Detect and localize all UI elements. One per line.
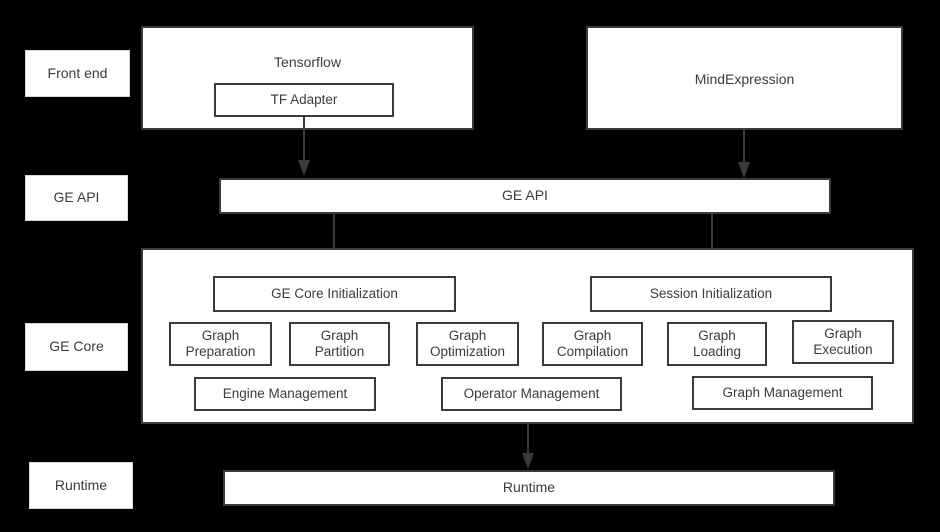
layer-label-ge-api: GE API: [25, 175, 128, 221]
layer-label-ge-api-text: GE API: [53, 189, 100, 206]
mindexpression-title: MindExpression: [694, 71, 795, 87]
ge-core-initialization-label: GE Core Initialization: [271, 285, 398, 301]
mindexpression-container: MindExpression: [586, 26, 903, 130]
graph-partition-box: Graph Partition: [289, 322, 390, 366]
graph-compilation-box: Graph Compilation: [542, 322, 643, 366]
layer-label-runtime-text: Runtime: [54, 476, 108, 493]
ge-core-initialization-box: GE Core Initialization: [213, 276, 456, 312]
operator-management-box: Operator Management: [441, 377, 622, 411]
layer-label-ge-core-text: GE Core: [49, 338, 104, 355]
runtime-bar: Runtime: [223, 470, 835, 506]
ge-api-bar-label: GE API: [502, 187, 548, 204]
session-initialization-label: Session Initialization: [649, 285, 773, 301]
graph-preparation-label: Graph Preparation: [185, 327, 256, 359]
layer-label-front-end: Front end: [25, 50, 130, 97]
arrow-mindexpression-to-ge-api: [736, 129, 752, 179]
tensorflow-container: Tensorflow TF Adapter: [141, 26, 474, 130]
ge-api-bar: GE API: [219, 178, 831, 214]
graph-loading-label: Graph Loading: [692, 327, 742, 359]
tf-adapter-label: TF Adapter: [270, 91, 338, 107]
graph-compilation-label: Graph Compilation: [556, 327, 629, 359]
session-initialization-box: Session Initialization: [590, 276, 832, 312]
graph-execution-box: Graph Execution: [792, 320, 894, 364]
arrow-ge-core-to-runtime: [520, 424, 536, 470]
runtime-bar-label: Runtime: [502, 479, 556, 496]
layer-label-front-end-text: Front end: [47, 64, 108, 81]
engine-management-box: Engine Management: [194, 377, 376, 411]
graph-management-label: Graph Management: [722, 384, 843, 400]
layer-label-runtime: Runtime: [29, 462, 133, 509]
graph-execution-label: Graph Execution: [813, 325, 873, 357]
engine-management-label: Engine Management: [222, 385, 348, 401]
graph-partition-label: Graph Partition: [314, 327, 365, 359]
graph-preparation-box: Graph Preparation: [169, 322, 272, 366]
tf-adapter-box: TF Adapter: [214, 83, 394, 117]
tensorflow-title: Tensorflow: [274, 54, 341, 70]
operator-management-label: Operator Management: [463, 385, 600, 401]
graph-loading-box: Graph Loading: [667, 322, 767, 366]
ge-core-container: GE Core Initialization Session Initializ…: [141, 248, 914, 424]
layer-label-ge-core: GE Core: [25, 323, 128, 371]
graph-optimization-label: Graph Optimization: [429, 327, 506, 359]
arrow-tf-adapter-to-ge-api: [296, 115, 312, 177]
graph-management-box: Graph Management: [692, 376, 873, 410]
graph-optimization-box: Graph Optimization: [416, 322, 519, 366]
